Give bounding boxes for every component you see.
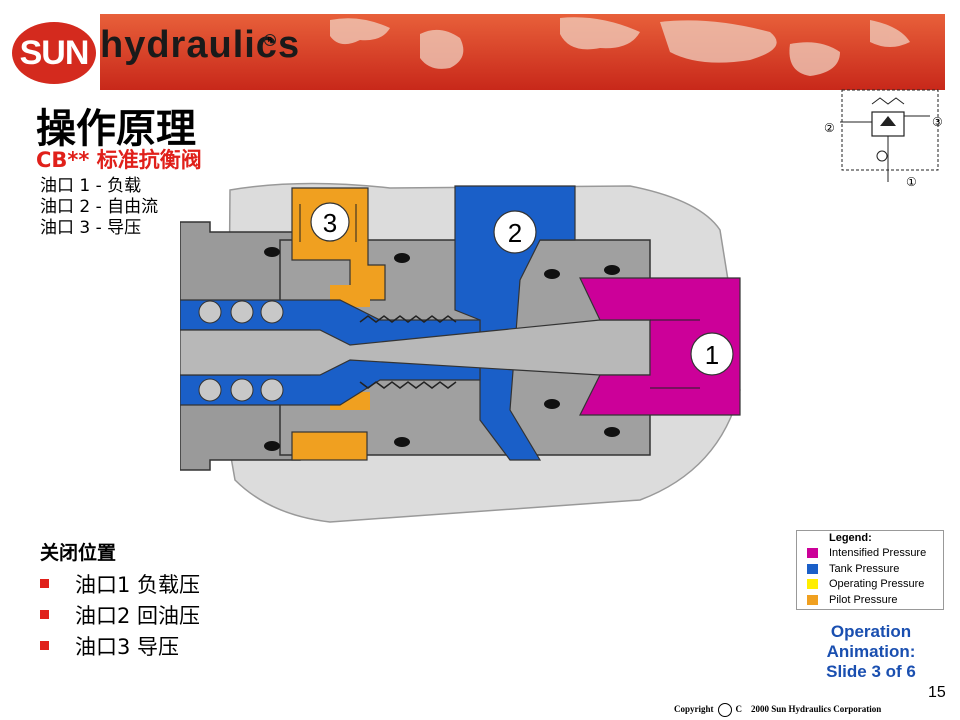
closed-position-title: 关闭位置 [40, 542, 117, 564]
legend-swatch [807, 548, 818, 558]
legend-swatch [807, 579, 818, 589]
copyright-icon [717, 703, 732, 717]
port-number-1: 1 [705, 340, 719, 370]
legend-swatch [807, 564, 818, 574]
bullet-square-icon [40, 610, 49, 619]
pressure-legend: Legend: Intensified Pressure Tank Pressu… [796, 530, 944, 610]
tank-passage [454, 185, 576, 461]
bullet-square-icon [40, 579, 49, 588]
load-port-chamber [579, 277, 741, 416]
port-number-2: 2 [508, 218, 522, 248]
page-number: 15 [928, 684, 946, 701]
pilot-chamber-bottom [291, 431, 368, 461]
bullet-square-icon [40, 641, 49, 650]
registered-mark: R [264, 34, 276, 46]
valve-schematic: ② ③ ① [824, 89, 943, 189]
port-item: 油口 2 - 自由流 [40, 197, 159, 217]
port-list: 油口 1 - 负载 油口 2 - 自由流 油口 3 - 导压 [40, 176, 158, 239]
schematic-port-1: ① [906, 175, 917, 189]
schematic-port-3: ③ [932, 115, 943, 129]
legend-swatch [807, 595, 818, 605]
page-subtitle: CB** 标准抗衡阀 [36, 148, 202, 172]
animation-note: Operation Animation: Slide 3 of 6 [826, 622, 916, 681]
list-item: 油口3 导压 [40, 630, 200, 661]
legend-item: Pilot Pressure [807, 594, 897, 606]
list-item: 油口1 负载压 [40, 568, 200, 599]
sun-logo: SUN [12, 22, 96, 84]
port-item: 油口 1 - 负载 [40, 176, 142, 196]
page-title: 操作原理 [36, 106, 196, 152]
valve-cross-section: 3 2 1 [180, 182, 741, 523]
legend-title: Legend: [829, 532, 872, 544]
port-item: 油口 3 - 导压 [40, 218, 142, 238]
list-item: 油口2 回油压 [40, 599, 200, 630]
closed-position-list: 油口1 负载压 油口2 回油压 油口3 导压 [40, 568, 200, 661]
legend-item: Tank Pressure [807, 563, 899, 575]
legend-item: Intensified Pressure [807, 547, 926, 559]
port-number-3: 3 [323, 208, 337, 238]
schematic-port-2: ② [824, 121, 835, 135]
legend-item: Operating Pressure [807, 578, 924, 590]
